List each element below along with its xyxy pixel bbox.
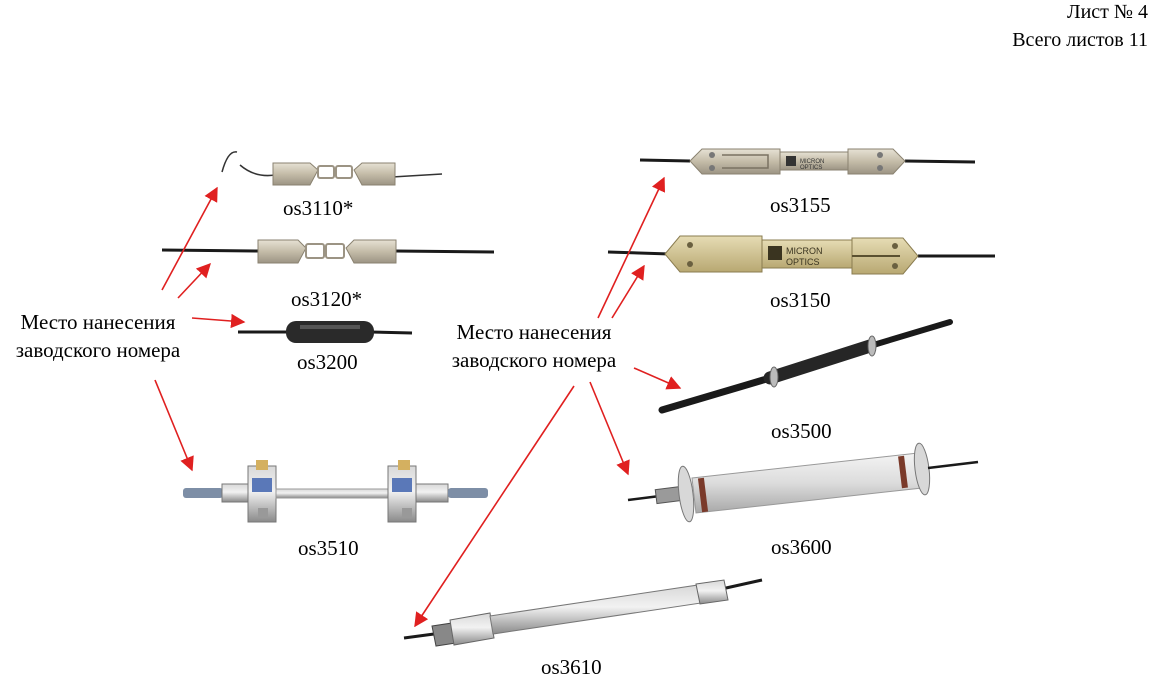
- sheet-number: Лист № 4: [1067, 1, 1148, 23]
- svg-text:OPTICS: OPTICS: [800, 165, 822, 171]
- label-os3600: os3600: [771, 535, 832, 559]
- sensor-os3120: [161, 239, 495, 264]
- label-os3200: os3200: [297, 350, 358, 374]
- serial-location-left-line1: Место нанесения: [20, 310, 176, 334]
- label-os3610: os3610: [541, 655, 602, 679]
- sensor-os3510: [183, 460, 488, 523]
- serial-location-label-left: Место нанесения заводского номера: [0, 308, 196, 364]
- label-os3510: os3510: [298, 536, 359, 560]
- sensor-os3600: [627, 442, 979, 523]
- svg-text:OPTICS: OPTICS: [786, 257, 820, 267]
- sheet-total: Всего листов 11: [1012, 29, 1148, 51]
- sensor-os3110: [221, 151, 443, 186]
- label-os3110: os3110*: [283, 196, 354, 220]
- serial-location-left-line2: заводского номера: [15, 338, 181, 362]
- arrows-left-label: [154, 186, 246, 472]
- sensor-os3155: MICRON OPTICS: [639, 148, 976, 175]
- serial-location-right-line2: заводского номера: [451, 348, 617, 372]
- label-os3155: os3155: [770, 193, 831, 217]
- svg-text:MICRON: MICRON: [800, 159, 824, 165]
- arrows-right-label: [414, 176, 682, 628]
- sensor-os3500: [658, 319, 953, 414]
- serial-location-label-right: Место нанесения заводского номера: [434, 318, 634, 374]
- label-os3120: os3120*: [291, 287, 363, 311]
- sensor-os3200: [238, 321, 413, 343]
- sensor-os3150: MICRON OPTICS: [607, 235, 995, 275]
- serial-location-right-line1: Место нанесения: [456, 320, 612, 344]
- label-os3150: os3150: [770, 288, 831, 312]
- sensor-os3610: [403, 578, 763, 647]
- label-os3500: os3500: [771, 419, 832, 443]
- svg-text:MICRON: MICRON: [786, 246, 823, 256]
